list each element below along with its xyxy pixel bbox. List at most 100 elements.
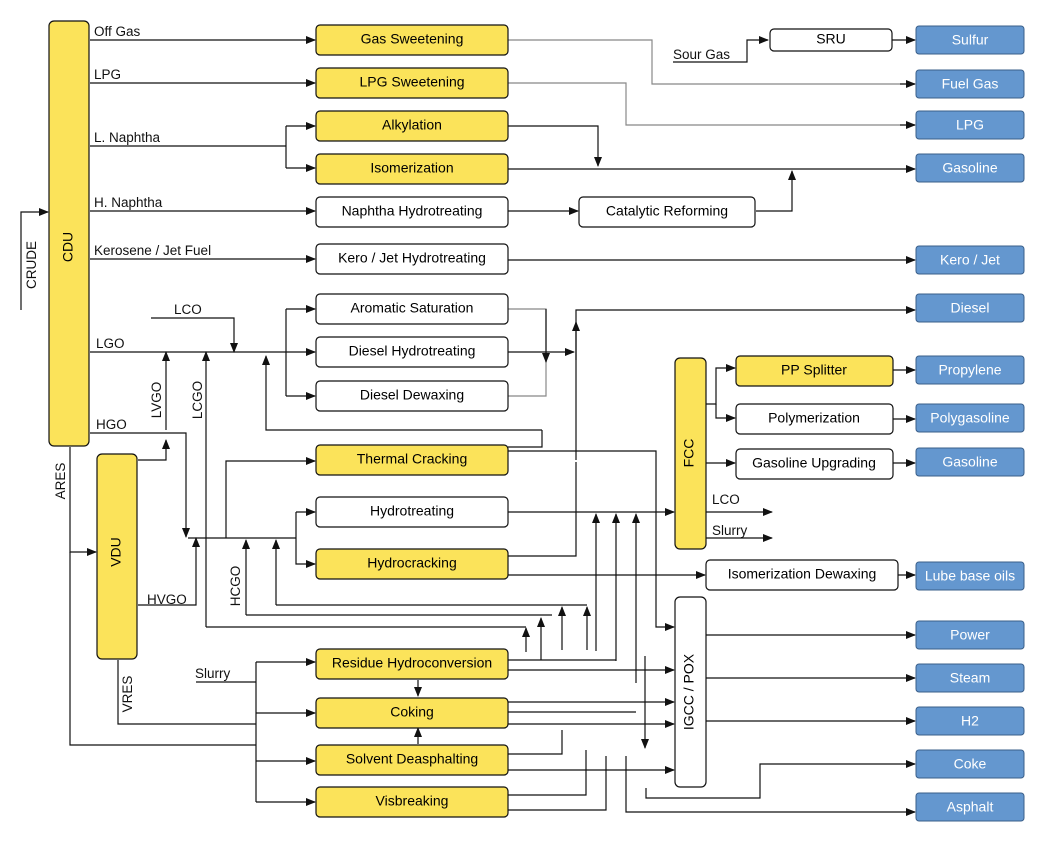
- fcc-column[interactable]: FCC: [674, 357, 707, 550]
- svg-text:Isomerization: Isomerization: [370, 160, 453, 176]
- diesel-hydrotreating-unit[interactable]: Diesel Hydrotreating: [315, 336, 509, 368]
- svg-text:Diesel: Diesel: [951, 300, 990, 316]
- svg-text:LPG Sweetening: LPG Sweetening: [359, 74, 464, 90]
- lgo-label: LGO: [96, 336, 125, 351]
- svg-text:Fuel Gas: Fuel Gas: [942, 76, 999, 92]
- svg-text:Catalytic Reforming: Catalytic Reforming: [606, 203, 728, 219]
- isomerization-unit[interactable]: Isomerization: [315, 153, 509, 185]
- svg-text:Naphtha Hydrotreating: Naphtha Hydrotreating: [342, 203, 483, 219]
- product-kero-jet[interactable]: Kero / Jet: [915, 245, 1025, 275]
- vdu-column[interactable]: VDU: [96, 453, 138, 660]
- slurry-fcc-label: Slurry: [712, 523, 748, 538]
- product-diesel[interactable]: Diesel: [915, 293, 1025, 323]
- svg-text:H2: H2: [961, 713, 979, 729]
- sour-gas-label: Sour Gas: [673, 47, 730, 62]
- h-naphtha-label: H. Naphtha: [94, 195, 163, 210]
- product-gasoline-fcc[interactable]: Gasoline: [915, 447, 1025, 477]
- product-lpg[interactable]: LPG: [915, 110, 1025, 140]
- lco-fcc-label: LCO: [712, 492, 740, 507]
- svg-text:Polymerization: Polymerization: [768, 410, 860, 426]
- solvent-deasphalting-unit[interactable]: Solvent Deasphalting: [315, 744, 509, 776]
- product-steam[interactable]: Steam: [915, 663, 1025, 693]
- gas-sweetening-unit[interactable]: Gas Sweetening: [315, 24, 509, 56]
- crude-label: CRUDE: [24, 241, 39, 289]
- visbreaking-unit[interactable]: Visbreaking: [315, 786, 509, 818]
- svg-text:Thermal Cracking: Thermal Cracking: [357, 451, 467, 467]
- svg-text:Solvent Deasphalting: Solvent Deasphalting: [346, 751, 478, 767]
- pp-splitter-unit[interactable]: PP Splitter: [735, 355, 894, 387]
- svg-text:Diesel Hydrotreating: Diesel Hydrotreating: [349, 343, 476, 359]
- product-sulfur[interactable]: Sulfur: [915, 25, 1025, 55]
- svg-text:Hydrotreating: Hydrotreating: [370, 503, 454, 519]
- svg-text:Polygasoline: Polygasoline: [930, 410, 1010, 426]
- svg-text:Gasoline: Gasoline: [942, 160, 997, 176]
- product-polygasoline[interactable]: Polygasoline: [915, 403, 1025, 433]
- lvgo-label: LVGO: [149, 382, 164, 419]
- product-coke[interactable]: Coke: [915, 749, 1025, 779]
- svg-text:VDU: VDU: [108, 537, 124, 567]
- lpg-label: LPG: [94, 67, 121, 82]
- alkylation-unit[interactable]: Alkylation: [315, 110, 509, 142]
- svg-text:Propylene: Propylene: [938, 362, 1001, 378]
- svg-text:Sulfur: Sulfur: [952, 32, 989, 48]
- slurry-in-label: Slurry: [195, 666, 231, 681]
- svg-text:Gasoline: Gasoline: [942, 454, 997, 470]
- diesel-dewaxing-unit[interactable]: Diesel Dewaxing: [315, 380, 509, 412]
- svg-text:Gasoline Upgrading: Gasoline Upgrading: [752, 455, 876, 471]
- svg-text:Aromatic Saturation: Aromatic Saturation: [351, 300, 474, 316]
- svg-text:Steam: Steam: [950, 670, 990, 686]
- igcc-column[interactable]: IGCC / POX: [674, 596, 707, 788]
- product-h2[interactable]: H2: [915, 706, 1025, 736]
- gasoline-upgrading-unit[interactable]: Gasoline Upgrading: [735, 448, 894, 480]
- svg-text:Diesel Dewaxing: Diesel Dewaxing: [360, 387, 464, 403]
- aromatic-saturation-unit[interactable]: Aromatic Saturation: [315, 293, 509, 325]
- hvgo-label: HVGO: [147, 592, 187, 607]
- svg-text:CDU: CDU: [60, 232, 76, 262]
- product-lube-base-oils[interactable]: Lube base oils: [915, 561, 1025, 591]
- hcgo-label: HCGO: [228, 566, 243, 607]
- naphtha-hydrotreating-unit[interactable]: Naphtha Hydrotreating: [315, 196, 509, 228]
- svg-text:Isomerization Dewaxing: Isomerization Dewaxing: [728, 566, 877, 582]
- svg-text:Asphalt: Asphalt: [947, 799, 994, 815]
- ares-label: ARES: [53, 463, 68, 500]
- svg-text:Gas Sweetening: Gas Sweetening: [361, 31, 464, 47]
- hgo-label: HGO: [96, 417, 127, 432]
- residue-hydroconversion-unit[interactable]: Residue Hydroconversion: [315, 648, 509, 680]
- connectors: [20, 36, 916, 816]
- product-fuel-gas[interactable]: Fuel Gas: [915, 69, 1025, 99]
- sru-unit[interactable]: SRU: [769, 28, 893, 52]
- svg-text:IGCC / POX: IGCC / POX: [681, 653, 697, 730]
- svg-text:FCC: FCC: [681, 439, 697, 468]
- vres-label: VRES: [120, 676, 135, 713]
- lco-top-label: LCO: [174, 302, 202, 317]
- svg-text:LPG: LPG: [956, 117, 984, 133]
- svg-text:Coke: Coke: [954, 756, 987, 772]
- svg-text:SRU: SRU: [816, 31, 846, 47]
- svg-text:Alkylation: Alkylation: [382, 117, 442, 133]
- cdu-column[interactable]: CDU: [48, 20, 90, 447]
- hydrocracking-unit[interactable]: Hydrocracking: [315, 548, 509, 580]
- l-naphtha-label: L. Naphtha: [94, 130, 161, 145]
- lpg-sweetening-unit[interactable]: LPG Sweetening: [315, 67, 509, 99]
- svg-text:PP Splitter: PP Splitter: [781, 362, 847, 378]
- product-asphalt[interactable]: Asphalt: [915, 792, 1025, 822]
- off-gas-label: Off Gas: [94, 24, 141, 39]
- product-propylene[interactable]: Propylene: [915, 355, 1025, 385]
- coking-unit[interactable]: Coking: [315, 697, 509, 729]
- kero-hydrotreating-unit[interactable]: Kero / Jet Hydrotreating: [315, 243, 509, 275]
- product-gasoline[interactable]: Gasoline: [915, 153, 1025, 183]
- svg-text:Kero / Jet: Kero / Jet: [940, 252, 1000, 268]
- svg-text:Residue Hydroconversion: Residue Hydroconversion: [332, 655, 492, 671]
- thermal-cracking-unit[interactable]: Thermal Cracking: [315, 444, 509, 476]
- svg-text:Lube base oils: Lube base oils: [925, 568, 1015, 584]
- svg-text:Hydrocracking: Hydrocracking: [367, 555, 456, 571]
- stream-labels: CRUDE Off Gas LPG L. Naphtha H. Naphtha …: [24, 24, 748, 712]
- lcgo-label: LCGO: [190, 381, 205, 419]
- hydrotreating-unit[interactable]: Hydrotreating: [315, 496, 509, 528]
- catalytic-reforming-unit[interactable]: Catalytic Reforming: [578, 196, 756, 228]
- svg-text:Coking: Coking: [390, 704, 434, 720]
- product-power[interactable]: Power: [915, 620, 1025, 650]
- isomerization-dewaxing-unit[interactable]: Isomerization Dewaxing: [705, 559, 899, 591]
- svg-text:Kero / Jet Hydrotreating: Kero / Jet Hydrotreating: [338, 250, 486, 266]
- polymerization-unit[interactable]: Polymerization: [735, 403, 894, 435]
